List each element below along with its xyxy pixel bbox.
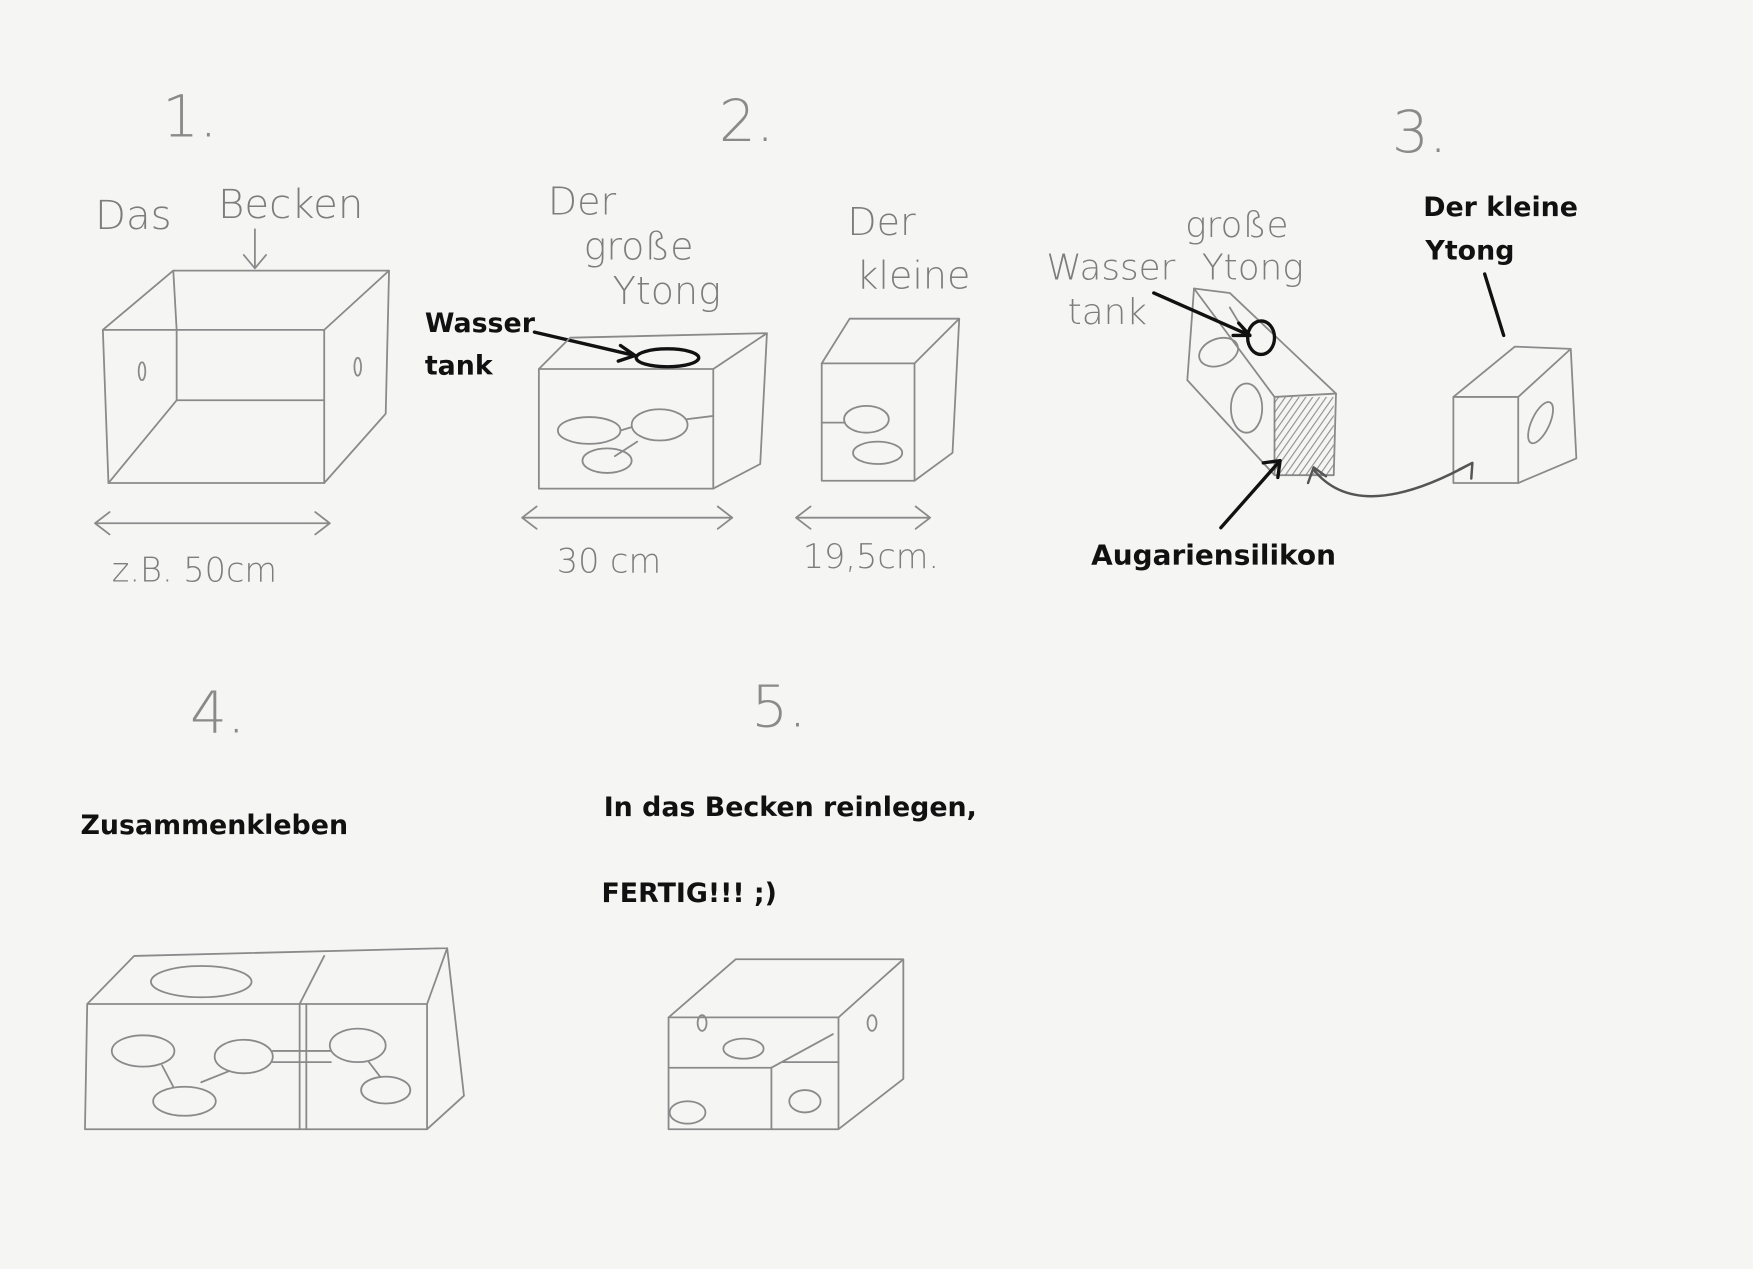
big-ytong-label-ytong: Ytong bbox=[613, 269, 721, 313]
dimension-arrow bbox=[795, 505, 932, 530]
step-5-instruction: In das Becken reinlegen, bbox=[604, 792, 977, 823]
dimension-arrow bbox=[94, 511, 331, 536]
tank-label-wasser: Wasser bbox=[1046, 248, 1175, 289]
tank-label-tank: tank bbox=[425, 351, 494, 382]
step-2-number: 2. bbox=[719, 87, 774, 155]
step-3-number: 3. bbox=[1392, 98, 1447, 166]
big-ytong-label-grosse: große bbox=[584, 224, 694, 268]
small-ytong-pointer bbox=[1483, 272, 1506, 338]
big-ytong-label-ytong: Ytong bbox=[1202, 248, 1304, 289]
big-ytong-drawing bbox=[537, 332, 768, 490]
step-5: 5. In das Becken reinlegen, FERTIG!!! ;) bbox=[601, 673, 977, 1131]
big-ytong-dimension: 30 cm bbox=[557, 541, 661, 580]
small-ytong-drawing bbox=[1452, 345, 1578, 484]
basin-drawing bbox=[101, 269, 390, 484]
small-ytong-label-der-kleine: Der kleine bbox=[1423, 192, 1578, 223]
step-2: 2. Der große Ytong Wasser tank 30 cm Der… bbox=[425, 87, 971, 581]
water-tank-hole bbox=[1245, 319, 1277, 357]
silicone-label: Augariensilikon bbox=[1091, 539, 1336, 572]
join-arrow bbox=[1306, 461, 1474, 498]
small-ytong-dimension: 19,5cm. bbox=[803, 537, 939, 576]
tank-label-wasser: Wasser bbox=[425, 308, 536, 339]
silicone-arrow bbox=[1219, 458, 1282, 530]
glued-blocks-drawing bbox=[84, 947, 465, 1131]
step-1-number: 1. bbox=[162, 82, 217, 150]
tank-arrow bbox=[1152, 291, 1252, 338]
small-ytong-label-ytong: Ytong bbox=[1424, 235, 1514, 266]
step-4: 4. Zusammenkleben bbox=[80, 678, 465, 1131]
water-tank-hole bbox=[634, 347, 701, 369]
tank-label-tank: tank bbox=[1068, 292, 1147, 333]
big-ytong-tilted-drawing bbox=[1186, 287, 1337, 477]
small-ytong-drawing bbox=[820, 317, 961, 482]
basin-label-becken: Becken bbox=[218, 182, 363, 228]
basin-dimension: z.B. 50cm bbox=[112, 550, 277, 589]
small-ytong-label-der: Der bbox=[847, 200, 916, 244]
step-1: 1. Das Becken z.B. 50cm bbox=[94, 82, 390, 589]
down-arrow-icon bbox=[242, 228, 267, 270]
tank-arrow bbox=[532, 330, 637, 363]
basin-label-das: Das bbox=[95, 193, 172, 239]
step-3: 3. Wasser tank große Ytong Der kleine Yt… bbox=[1046, 98, 1578, 572]
big-ytong-label-grosse: große bbox=[1185, 205, 1288, 246]
step-5-final: FERTIG!!! ;) bbox=[601, 878, 776, 909]
finished-basin-drawing bbox=[667, 958, 905, 1131]
step-4-number: 4. bbox=[190, 678, 245, 746]
step-5-number: 5. bbox=[751, 673, 806, 741]
step-4-instruction: Zusammenkleben bbox=[80, 810, 348, 841]
small-ytong-label-kleine: kleine bbox=[856, 253, 970, 297]
dimension-arrow bbox=[521, 505, 734, 530]
big-ytong-label-der: Der bbox=[548, 180, 617, 224]
